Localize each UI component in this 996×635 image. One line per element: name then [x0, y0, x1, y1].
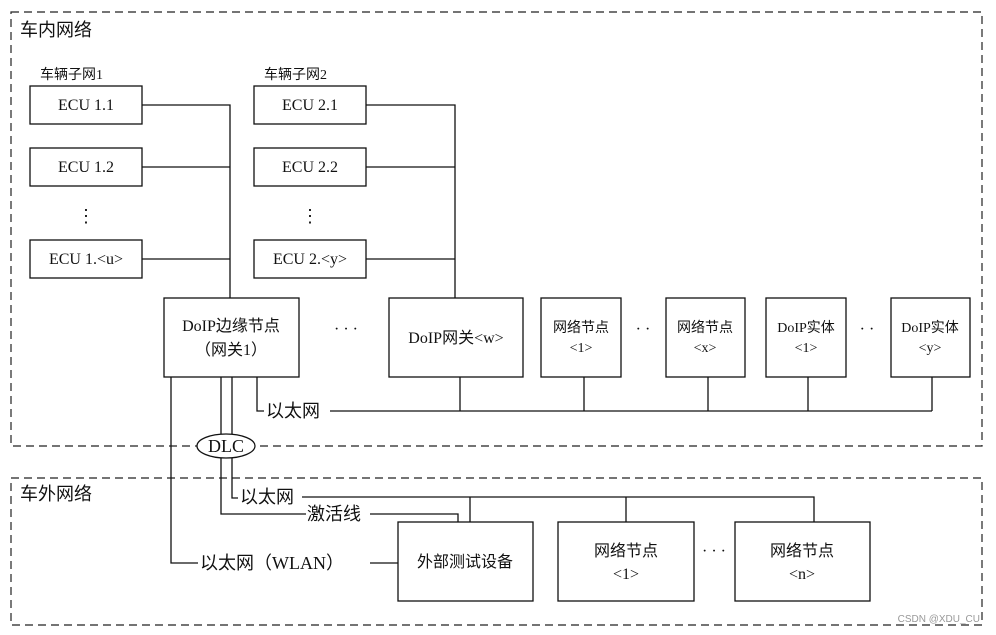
- internal-network-node-x-line1: 网络节点: [677, 320, 733, 336]
- external-ethernet-bus-line: [302, 496, 815, 522]
- doip-entity-1-box: [765, 297, 847, 378]
- external-network-node-n-line2: <n>: [789, 566, 815, 583]
- ecu-2-1-box: [253, 85, 367, 125]
- activation-line-label: 激活线: [307, 504, 361, 524]
- external-network-node-1-line1: 网络节点: [594, 541, 658, 560]
- doip-gateway-w-label: DoIP网关<w>: [408, 329, 503, 347]
- external-ethernet-line: [231, 377, 238, 499]
- external-network-node-1-line2: <1>: [613, 566, 639, 583]
- doip-edge-node-line1: DoIP边缘节点: [182, 317, 280, 335]
- external-network-label: 车外网络: [20, 484, 92, 504]
- ecu-1-1-label: ECU 1.1: [58, 97, 114, 114]
- internal-network-label: 车内网络: [20, 20, 92, 40]
- external-network-node-1-box: [557, 521, 695, 602]
- internal-nodes-ellipsis-2: · ·: [860, 321, 875, 338]
- doip-edge-node-box: [163, 297, 300, 378]
- dlc-label: DLC: [208, 436, 244, 456]
- internal-network-node-1-box: [540, 297, 622, 378]
- doip-edge-node-line2: （网关1）: [195, 341, 267, 359]
- external-test-device-label: 外部测试设备: [417, 553, 513, 571]
- ecu-2-2-box: [253, 147, 367, 187]
- external-nodes-ellipsis: · · ·: [702, 543, 726, 560]
- ecu-2-y-box: [253, 239, 367, 279]
- internal-ethernet-bus-line: [256, 377, 933, 412]
- internal-network-node-1-line1: 网络节点: [553, 320, 609, 336]
- activation-line-end: [370, 513, 459, 522]
- internal-network-node-x-box: [665, 297, 746, 378]
- doip-entity-y-line2: <y>: [919, 341, 942, 356]
- doip-gateway-w-box: [388, 297, 524, 378]
- ecu-2-y-label: ECU 2.<y>: [273, 251, 347, 268]
- external-test-device-box: [397, 521, 534, 602]
- internal-network-zone: [10, 11, 983, 447]
- ecu-1-2-box: [29, 147, 143, 187]
- external-network-node-n-box: [734, 521, 871, 602]
- activation-line: [220, 377, 306, 515]
- wlan-ethernet-line: [170, 377, 198, 564]
- ecu-1-u-label: ECU 1.<u>: [49, 251, 123, 268]
- ecu-2-2-label: ECU 2.2: [282, 159, 338, 176]
- wlan-ethernet-label: 以太网（WLAN）: [200, 553, 344, 573]
- ecu-1-1-box: [29, 85, 143, 125]
- subnet1-bus-line: [142, 104, 231, 298]
- internal-network-node-x-line2: <x>: [694, 341, 717, 356]
- watermark: CSDN @XDU_CU: [898, 614, 980, 625]
- doip-entity-y-line1: DoIP实体: [901, 320, 959, 336]
- subnet2-vertical-ellipsis: ⋮: [301, 206, 319, 226]
- subnet1-vertical-ellipsis: ⋮: [77, 206, 95, 226]
- ecu-2-1-label: ECU 2.1: [282, 97, 338, 114]
- doip-entity-1-line2: <1>: [795, 341, 818, 356]
- doip-entity-y-box: [890, 297, 971, 378]
- external-network-node-n-line1: 网络节点: [770, 541, 834, 560]
- dlc-connector: [196, 433, 256, 459]
- subnet1-label: 车辆子网1: [40, 66, 103, 83]
- doip-entity-1-line1: DoIP实体: [777, 320, 835, 336]
- subnet2-label: 车辆子网2: [264, 66, 327, 83]
- subnet2-bus-line: [366, 104, 456, 298]
- internal-ethernet-label: 以太网: [266, 401, 320, 421]
- edge-gateway-ellipsis: · · ·: [334, 321, 358, 338]
- internal-nodes-ellipsis-1: · ·: [636, 321, 651, 338]
- internal-network-node-1-line2: <1>: [570, 341, 593, 356]
- ecu-1-2-label: ECU 1.2: [58, 159, 114, 176]
- external-network-zone: [10, 477, 983, 626]
- external-ethernet-label: 以太网: [240, 487, 294, 507]
